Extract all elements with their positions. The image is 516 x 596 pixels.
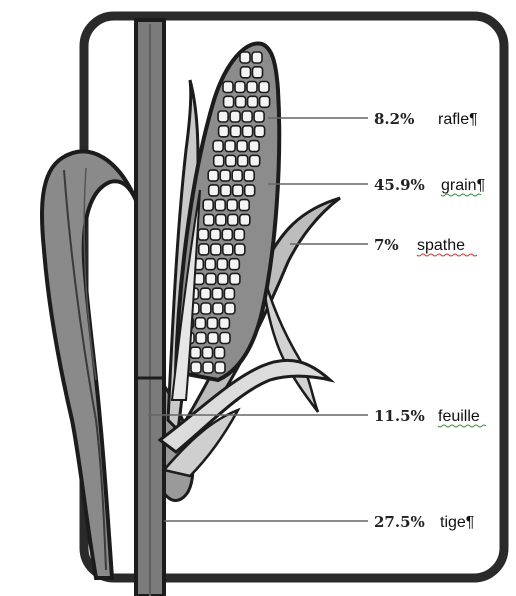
corn-kernel <box>248 96 258 107</box>
corn-kernel <box>253 67 263 78</box>
corn-kernel <box>208 170 218 181</box>
corn-kernel <box>244 170 254 181</box>
corn-kernel <box>226 155 236 166</box>
corn-kernel <box>235 82 245 93</box>
corn-kernel <box>237 141 247 152</box>
corn-kernel <box>206 273 216 284</box>
corn-kernel <box>225 141 235 152</box>
corn-kernel <box>234 229 244 240</box>
corn-kernel <box>227 200 237 211</box>
corn-kernel <box>191 362 201 373</box>
corn-kernel <box>203 362 213 373</box>
label-spathe-percent: 7% <box>374 236 399 254</box>
label-tige: 27.5% tige¶ <box>374 513 474 531</box>
corn-kernel <box>215 362 225 373</box>
corn-kernel <box>199 244 209 255</box>
corn-kernel <box>230 111 240 122</box>
corn-kernel <box>222 229 232 240</box>
corn-kernel <box>229 259 239 270</box>
corn-kernel <box>212 288 222 299</box>
corn-kernel <box>225 303 235 314</box>
label-feuille-name: feuille <box>438 408 480 425</box>
corn-kernel <box>218 273 228 284</box>
corn-kernel <box>214 155 224 166</box>
corn-kernel <box>203 200 213 211</box>
corn-kernel <box>250 155 260 166</box>
corn-kernel <box>255 126 265 137</box>
corn-kernel <box>247 82 257 93</box>
corn-kernel <box>200 288 210 299</box>
corn-kernel <box>204 214 214 225</box>
corn-kernel <box>242 111 252 122</box>
corn-kernel <box>208 333 218 344</box>
corn-kernel <box>224 96 234 107</box>
corn-kernel <box>259 82 269 93</box>
corn-kernel <box>219 126 229 137</box>
corn-kernel <box>243 126 253 137</box>
corn-stalk <box>136 20 164 596</box>
corn-kernel <box>232 170 242 181</box>
label-spathe-name: spathe <box>417 237 465 254</box>
corn-kernel <box>252 52 262 63</box>
corn-kernel <box>239 200 249 211</box>
corn-kernel <box>235 244 245 255</box>
corn-kernel <box>216 214 226 225</box>
label-grain-percent: 45.9% <box>374 176 425 194</box>
corn-kernel <box>236 96 246 107</box>
corn-kernel <box>219 318 229 329</box>
corn-kernel <box>233 185 243 196</box>
corn-kernel <box>207 318 217 329</box>
corn-kernel <box>230 273 240 284</box>
corn-kernel <box>220 333 230 344</box>
corn-kernel <box>201 303 211 314</box>
corn-kernel <box>217 259 227 270</box>
corn-kernel <box>223 244 233 255</box>
corn-kernel <box>249 141 259 152</box>
corn-kernel <box>215 200 225 211</box>
label-rafle-percent: 8.2% <box>374 110 414 128</box>
corn-kernel <box>196 333 206 344</box>
corn-kernel <box>260 96 270 107</box>
corn-kernel <box>198 229 208 240</box>
corn-kernel <box>211 244 221 255</box>
label-tige-name: tige¶ <box>440 514 474 531</box>
corn-kernel <box>209 185 219 196</box>
corn-kernel <box>231 126 241 137</box>
corn-kernel <box>223 82 233 93</box>
corn-kernel <box>213 303 223 314</box>
corn-kernel <box>245 185 255 196</box>
label-feuille-percent: 11.5% <box>374 407 425 425</box>
label-grain-name: grain¶ <box>441 177 485 194</box>
label-spathe: 7% spathe <box>374 236 477 256</box>
corn-kernel <box>210 229 220 240</box>
corn-kernel <box>254 111 264 122</box>
corn-kernel <box>215 347 225 358</box>
corn-kernel <box>238 155 248 166</box>
corn-kernel <box>224 288 234 299</box>
corn-kernel <box>195 318 205 329</box>
corn-kernel <box>220 170 230 181</box>
corn-kernel <box>218 111 228 122</box>
label-tige-percent: 27.5% <box>374 513 425 531</box>
corn-kernel <box>228 214 238 225</box>
corn-kernel <box>221 185 231 196</box>
corn-kernel <box>241 67 251 78</box>
corn-kernel <box>203 347 213 358</box>
corn-kernel <box>240 52 250 63</box>
corn-kernel <box>191 347 201 358</box>
label-rafle-name: rafle¶ <box>438 111 478 128</box>
corn-kernel <box>213 141 223 152</box>
corn-kernel <box>205 259 215 270</box>
corn-kernel <box>240 214 250 225</box>
